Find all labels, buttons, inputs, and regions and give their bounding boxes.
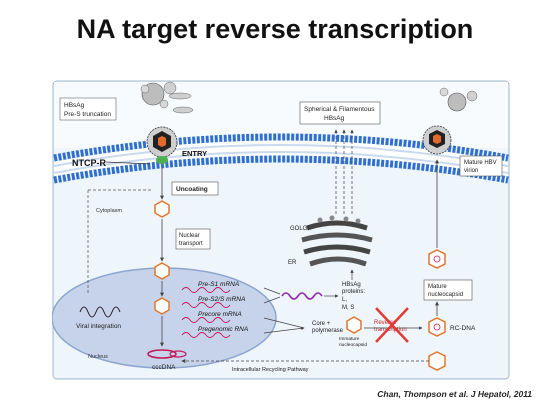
immature-nucleocapsid-label-2: nucleocapsid <box>339 342 367 348</box>
rc-dna-icon <box>428 317 446 337</box>
hbsag-pres-box <box>59 97 117 121</box>
hbsag-proteins-label-4: M, S <box>342 305 354 311</box>
nucleus-label: Nucleus <box>88 354 108 360</box>
mrna-transcripts <box>181 287 231 338</box>
er-label: ER <box>288 260 297 266</box>
reverse-transcription-label-2: transcription <box>374 327 407 333</box>
reverse-transcription-label: Reverse <box>374 320 397 326</box>
nucleus <box>52 267 277 369</box>
ntcp-receptor <box>156 156 168 164</box>
entry-label: ENTRY <box>182 149 207 158</box>
recycling-pathway-label: Intracellular Recycling Pathway <box>232 367 309 373</box>
mature-virion-label-2: virion <box>464 168 478 174</box>
spherical-filamentous-label: Spherical & Filamentous <box>304 106 375 113</box>
cccdna-icon <box>147 349 187 359</box>
virion-particles <box>140 81 194 114</box>
hbsag-proteins-label: HBsAg <box>342 282 361 288</box>
cytoplasm-label: Cytoplasm <box>96 208 122 214</box>
citation: Chan, Thompson et al. J Hepatol, 2011 <box>377 389 532 399</box>
recycling-capsid-icon <box>428 351 446 371</box>
core-polymerase-label: Core + <box>312 321 331 327</box>
hbsag-proteins-label-3: L, <box>342 297 347 303</box>
hbsag-label: HBsAg <box>64 102 85 109</box>
mature-nucleocapsid-icon <box>428 249 446 269</box>
precore-mrna-label: Precore mRNA <box>198 311 242 318</box>
cccdna-label: cccDNA <box>152 364 176 371</box>
blocked-x-mark <box>375 307 409 343</box>
immature-nucleocapsid-icon <box>346 316 362 334</box>
golgi-er-structure <box>301 215 373 267</box>
hbv-lifecycle-diagram: HBsAg Pre-S truncation NTCP-R ENTRY Unco… <box>52 80 510 380</box>
hbsag-proteins-label-2: proteins: <box>342 289 365 295</box>
nuclear-transport-label: Nuclear <box>179 233 200 239</box>
pres2s-mrna-label: Pre-S2/S mRNA <box>198 296 245 303</box>
mature-virion-label: Mature HBV <box>464 160 497 166</box>
rc-dna-label: RC-DNA <box>450 325 476 332</box>
mature-nucleocapsid-label: Mature <box>428 284 447 290</box>
pres1-mrna-label: Pre-S1 mRNA <box>198 281 239 288</box>
golgi-label: GOLGI <box>290 226 309 232</box>
virion-cluster-right <box>439 87 478 112</box>
entry-virion-icon <box>146 126 178 158</box>
nuclear-transport-label-2: transport <box>179 241 203 247</box>
integrated-dna-wave <box>79 306 121 318</box>
pres-truncation-label: Pre-S truncation <box>64 111 111 118</box>
capsid-icons-left <box>154 200 170 315</box>
ntcp-label: NTCP-R <box>72 158 106 168</box>
core-polymerase-label-2: polymerase <box>312 328 344 334</box>
immature-nucleocapsid-label: Immature <box>339 336 360 342</box>
uncoating-label: Uncoating <box>176 186 208 193</box>
translation-spiral <box>281 292 323 300</box>
mature-nucleocapsid-label-2: nucleocapsid <box>428 292 463 298</box>
viral-integration-label: Viral integration <box>76 323 121 330</box>
slide-title: NA target reverse transcription <box>76 14 474 44</box>
pregenomic-rna-label: Pregenomic RNA <box>198 326 248 333</box>
mature-virion-icon <box>422 125 452 155</box>
spherical-filamentous-label-2: HBsAg <box>324 115 345 122</box>
